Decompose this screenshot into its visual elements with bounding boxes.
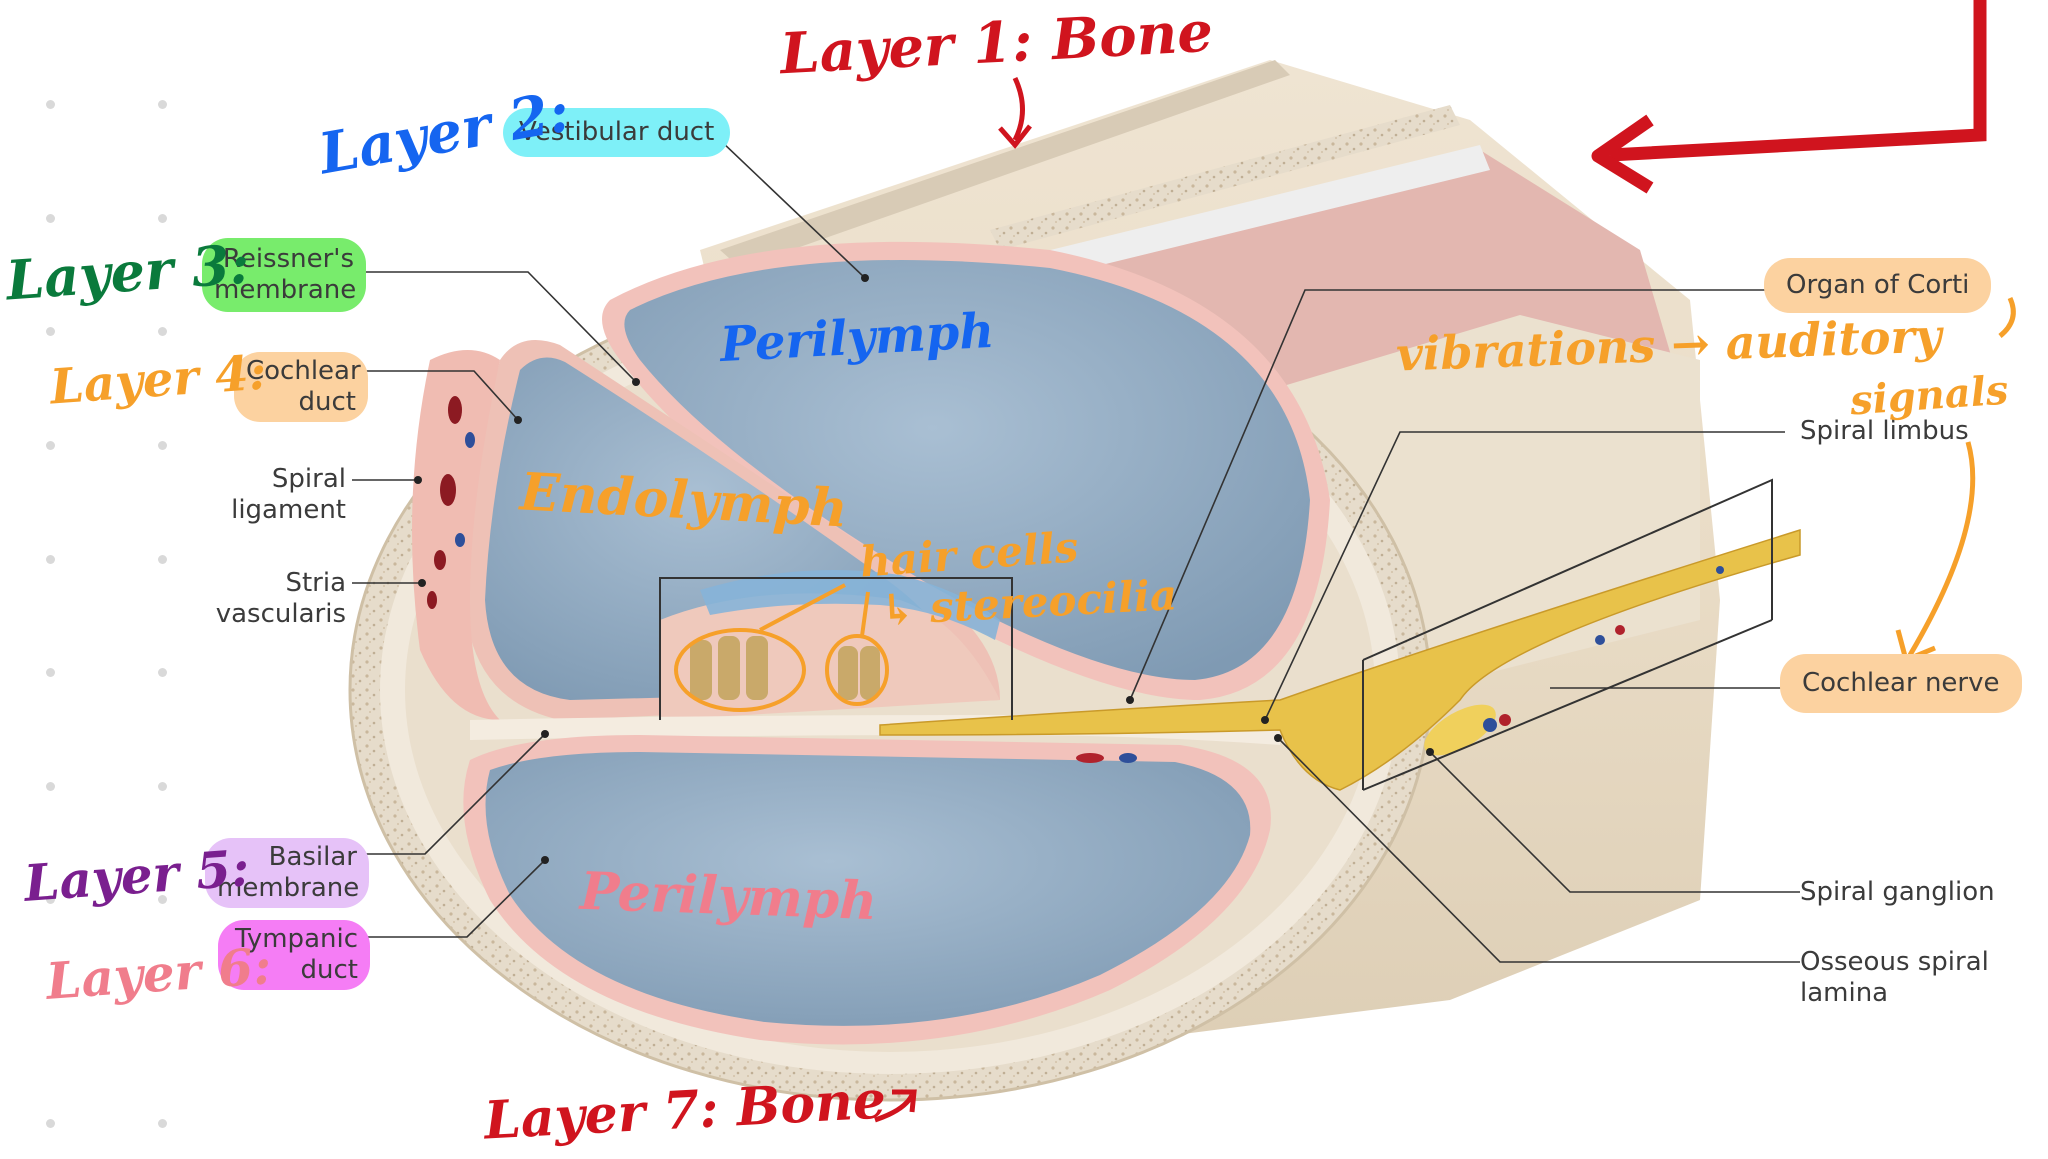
label-spiral-ligament: Spiral ligament bbox=[200, 464, 346, 526]
label-text: duct bbox=[298, 387, 356, 417]
label-osseous-spiral-lamina: Osseous spiral lamina bbox=[1800, 947, 2048, 1009]
label-text: Osseous spiral lamina bbox=[1800, 947, 1989, 1008]
label-text: Spiral ganglion bbox=[1800, 877, 1995, 907]
label-text: ligament bbox=[231, 495, 346, 525]
label-text: Stria bbox=[285, 568, 346, 598]
label-tympanic-duct: Tympanic duct bbox=[218, 920, 370, 990]
grid-dot bbox=[158, 668, 167, 677]
grid-dot bbox=[158, 1119, 167, 1128]
grid-dot bbox=[46, 895, 55, 904]
label-spiral-limbus: Spiral limbus bbox=[1800, 416, 1969, 447]
grid-dot bbox=[158, 100, 167, 109]
label-text: vascularis bbox=[215, 599, 346, 629]
grid-dot bbox=[46, 668, 55, 677]
label-text: Basilar bbox=[268, 842, 357, 872]
label-text: Spiral limbus bbox=[1800, 416, 1969, 446]
grid-dot bbox=[46, 214, 55, 223]
label-reissners-membrane: Reissner's membrane bbox=[202, 238, 366, 312]
label-text: Tympanic bbox=[235, 924, 358, 954]
grid-dot bbox=[46, 441, 55, 450]
grid-dot bbox=[46, 555, 55, 564]
label-spiral-ganglion: Spiral ganglion bbox=[1800, 877, 1995, 908]
label-text: membrane bbox=[214, 275, 357, 305]
label-text: Cochlear bbox=[246, 356, 361, 386]
grid-dot bbox=[46, 1119, 55, 1128]
label-text: Vestibular duct bbox=[519, 117, 715, 147]
grid-dot bbox=[158, 441, 167, 450]
grid-dot bbox=[158, 782, 167, 791]
grid-dot bbox=[158, 327, 167, 336]
handwriting-perilymph-bottom: Perilymph bbox=[579, 860, 879, 933]
label-basilar-membrane: Basilar membrane bbox=[205, 838, 369, 908]
label-text: Reissner's bbox=[222, 244, 354, 274]
grid-dot bbox=[46, 100, 55, 109]
label-text: duct bbox=[300, 955, 358, 985]
grid-dot bbox=[158, 895, 167, 904]
label-text: Organ of Corti bbox=[1786, 270, 1970, 300]
grid-dot bbox=[158, 555, 167, 564]
grid-dot bbox=[46, 327, 55, 336]
grid-dot bbox=[158, 214, 167, 223]
label-text: membrane bbox=[217, 873, 360, 903]
label-stria-vascularis: Stria vascularis bbox=[200, 568, 346, 630]
grid-dot bbox=[46, 782, 55, 791]
label-text: Spiral bbox=[271, 464, 346, 494]
label-cochlear-duct: Cochlear duct bbox=[234, 352, 368, 422]
label-vestibular-duct: Vestibular duct bbox=[503, 108, 731, 157]
label-cochlear-nerve: Cochlear nerve bbox=[1780, 654, 2022, 713]
label-organ-of-corti: Organ of Corti bbox=[1764, 258, 1992, 313]
label-text: Cochlear nerve bbox=[1802, 668, 2000, 698]
